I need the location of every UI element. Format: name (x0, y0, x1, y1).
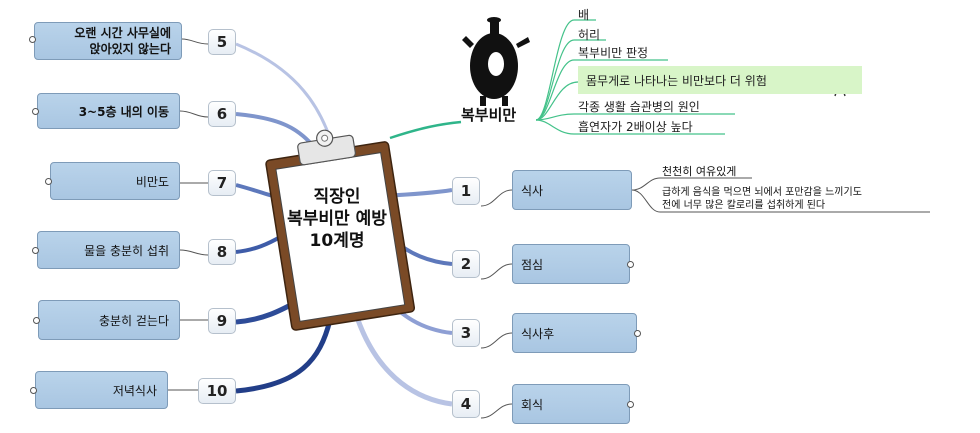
number-badge-7: 7 (208, 170, 236, 196)
node-4[interactable]: 회식 (512, 384, 630, 424)
node-6[interactable]: 3~5층 내의 이동 (37, 93, 180, 129)
collapse-dot[interactable] (627, 261, 634, 268)
highlight-box (578, 66, 862, 94)
number-badge-5: 5 (208, 29, 236, 55)
node-10[interactable]: 저녁식사 (35, 371, 168, 409)
center-title: 직장인 복부비만 예방 10계명 (287, 187, 387, 251)
node-3[interactable]: 식사후 (512, 313, 637, 353)
branch-8 (235, 234, 283, 254)
clipboard-icon (265, 129, 416, 331)
number-badge-10: 10 (198, 378, 236, 404)
meal-note-detail-2: 전에 너무 많은 칼로리를 섭취하게 된다 (662, 200, 826, 211)
node-8[interactable]: 물을 충분히 섭취 (37, 231, 180, 269)
number-badge-8: 8 (208, 239, 236, 265)
node-2[interactable]: 점심 (512, 244, 630, 284)
collapse-dot[interactable] (627, 401, 634, 408)
obesity-item-lifestyle-disease[interactable]: 각종 생활 습관병의 원인 (578, 100, 700, 114)
collapse-dot[interactable] (45, 178, 52, 185)
branch-10 (235, 319, 333, 394)
collapse-dot[interactable] (634, 330, 641, 337)
collapse-dot[interactable] (32, 247, 39, 254)
collapse-dot[interactable] (33, 317, 40, 324)
number-badge-2: 2 (452, 250, 480, 278)
obesity-item-belly[interactable]: 배 (578, 8, 590, 22)
obesity-item-more-dangerous[interactable]: 몸무게로 나타나는 비만보다 더 위험 (586, 74, 767, 88)
number-badge-3: 3 (452, 319, 480, 347)
potbelly-figure-icon (462, 17, 530, 106)
branch-4 (355, 319, 453, 407)
collapse-dot[interactable] (32, 108, 39, 115)
collapse-dot[interactable] (29, 36, 36, 43)
node-9[interactable]: 충분히 걷는다 (38, 300, 180, 340)
obesity-item-smokers[interactable]: 흡연자가 2배이상 높다 (578, 120, 693, 134)
branch-5 (235, 42, 332, 139)
number-badge-1: 1 (452, 177, 480, 205)
obesity-item-waist[interactable]: 허리 (578, 28, 601, 42)
obesity-label[interactable]: 복부비만 (461, 106, 517, 124)
number-badge-4: 4 (452, 390, 480, 418)
node-7[interactable]: 비만도 (50, 162, 180, 200)
number-badge-6: 6 (208, 101, 236, 127)
obesity-item-diagnosis[interactable]: 복부비만 판정 (578, 46, 649, 60)
meal-note-detail-1: 급하게 음식을 먹으면 뇌에서 포만감을 느끼기도 (662, 187, 862, 198)
collapse-dot[interactable] (30, 387, 37, 394)
meal-note-slowly: 천천히 여유있게 (662, 165, 737, 178)
node-1[interactable]: 식사 (512, 170, 632, 210)
number-badge-9: 9 (208, 308, 236, 334)
